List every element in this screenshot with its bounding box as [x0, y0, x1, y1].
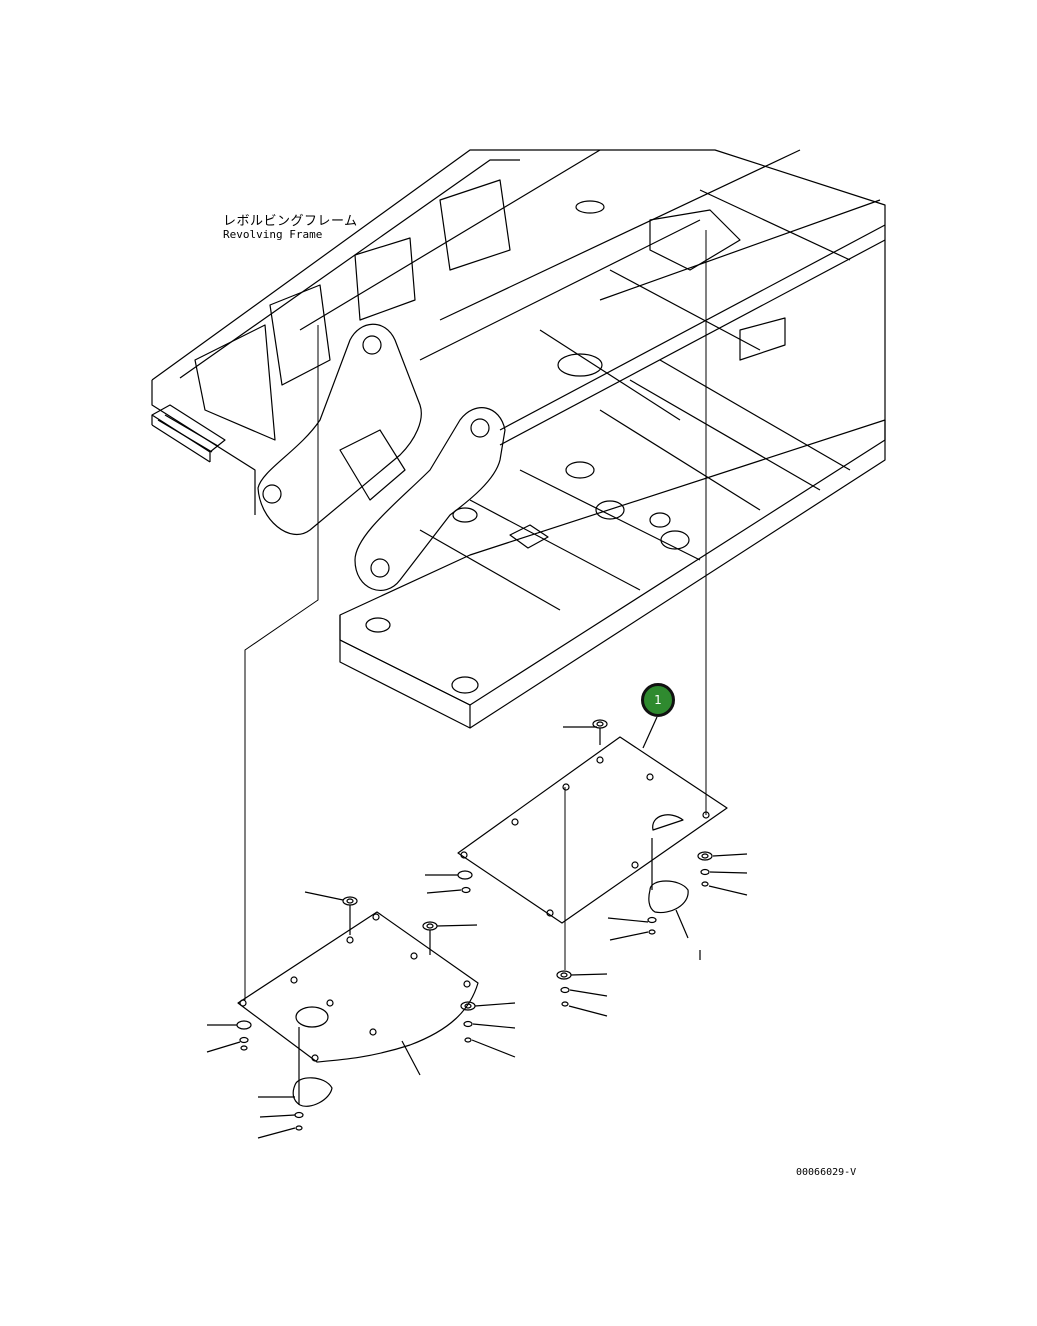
- beam-center: [299, 149, 601, 331]
- callout-leader: [642, 716, 658, 749]
- frame-square-plate: [509, 524, 549, 549]
- frame-panel-1: [194, 324, 276, 441]
- cover-plate-left: [237, 911, 479, 1063]
- cover-hole: [596, 756, 604, 764]
- cover-hole: [372, 913, 380, 921]
- cover-hole: [290, 976, 298, 984]
- cover-hole: [646, 773, 654, 781]
- frame-panel-2: [269, 284, 331, 386]
- frame-opening-9: [451, 676, 479, 694]
- fastener-stack-left-top: [304, 891, 358, 935]
- cover-inspection-opening-left: [295, 1006, 329, 1028]
- leader-left-cover: [244, 325, 319, 1000]
- cover-hole: [410, 952, 418, 960]
- cross-member-6: [419, 529, 561, 611]
- frame-front-bottom: [469, 440, 886, 729]
- frame-opening-5: [649, 512, 671, 528]
- access-step: [151, 404, 226, 463]
- cross-member-7: [539, 329, 681, 421]
- frame-front-slab: [339, 419, 886, 706]
- cross-member-8: [609, 269, 761, 351]
- inspection-lid-right: [648, 880, 689, 914]
- frame-top-edge-left: [151, 149, 886, 440]
- fastener-stack-lid-left: [257, 1096, 304, 1139]
- cover-plate-right: [457, 736, 728, 924]
- cover-hole: [346, 936, 354, 944]
- cover-hole: [511, 818, 519, 826]
- boom-pin-hole-4: [370, 558, 390, 578]
- fastener-stack-lid-right: [607, 909, 701, 960]
- fastener-stack-left-right: [460, 1001, 516, 1058]
- cover-hole: [460, 851, 468, 859]
- cover-hole: [463, 980, 471, 988]
- fastener-stack-right-left: [422, 870, 478, 955]
- frame-box-right: [739, 317, 786, 361]
- cross-member-5: [469, 499, 641, 591]
- cover-hole: [326, 999, 334, 1007]
- boom-bracket-left: [257, 323, 422, 536]
- part-callout-1[interactable]: 1: [641, 683, 675, 717]
- frame-panel-4: [439, 179, 511, 271]
- cover-hole: [546, 909, 554, 917]
- cover-hole: [369, 1028, 377, 1036]
- cross-member-9: [699, 189, 851, 261]
- frame-opening-8: [365, 617, 391, 633]
- beam-diagonal-long: [499, 224, 886, 431]
- fastener-stack-right-top: [592, 719, 748, 896]
- boom-pin-hole-1: [262, 484, 282, 504]
- cross-member-2: [629, 379, 821, 491]
- beam-left: [179, 159, 520, 379]
- cover-hole: [562, 783, 570, 791]
- frame-opening-6: [660, 530, 690, 550]
- frame-label-english: Revolving Frame: [223, 228, 323, 241]
- frame-label-japanese: レボルビングフレーム: [223, 214, 358, 229]
- fastener-stack-right-center: [556, 970, 608, 1017]
- boom-pin-hole-2: [362, 335, 382, 355]
- cover-hole: [239, 999, 247, 1007]
- frame-window-1: [339, 429, 406, 501]
- cover-inspection-opening: [652, 814, 684, 831]
- beam-diagonal-long-2: [499, 239, 886, 446]
- frame-window-2: [649, 209, 741, 271]
- cover-hole: [311, 1054, 319, 1062]
- frame-opening-1: [557, 353, 603, 377]
- assembly-leader-lines: [244, 230, 707, 1000]
- inspection-lid-left: [292, 1077, 333, 1107]
- frame-front-face: [339, 615, 471, 729]
- cross-member-1: [599, 409, 761, 511]
- frame-opening-3: [452, 507, 478, 523]
- frame-opening-4: [595, 500, 625, 520]
- boom-bracket-right: [354, 407, 506, 591]
- frame-opening-2: [575, 200, 605, 214]
- frame-opening-7: [565, 461, 595, 479]
- beam-right-upper: [439, 149, 801, 321]
- cross-member-3: [659, 359, 851, 471]
- cover-label-line: [401, 1040, 421, 1076]
- undercover-left: [206, 891, 516, 1139]
- revolving-frame: [151, 149, 886, 729]
- cover-hole: [702, 811, 710, 819]
- undercover-right: [422, 716, 748, 1017]
- boom-pin-hole-3: [470, 418, 490, 438]
- cross-member-4: [519, 469, 701, 561]
- beam-diagonal-4: [419, 219, 701, 361]
- cover-hole: [631, 861, 639, 869]
- beam-diagonal-3: [599, 199, 881, 301]
- fastener-stack-left-corner: [206, 1020, 252, 1053]
- frame-panel-3: [354, 237, 416, 321]
- drawing-code: 00066029-V: [796, 1167, 857, 1178]
